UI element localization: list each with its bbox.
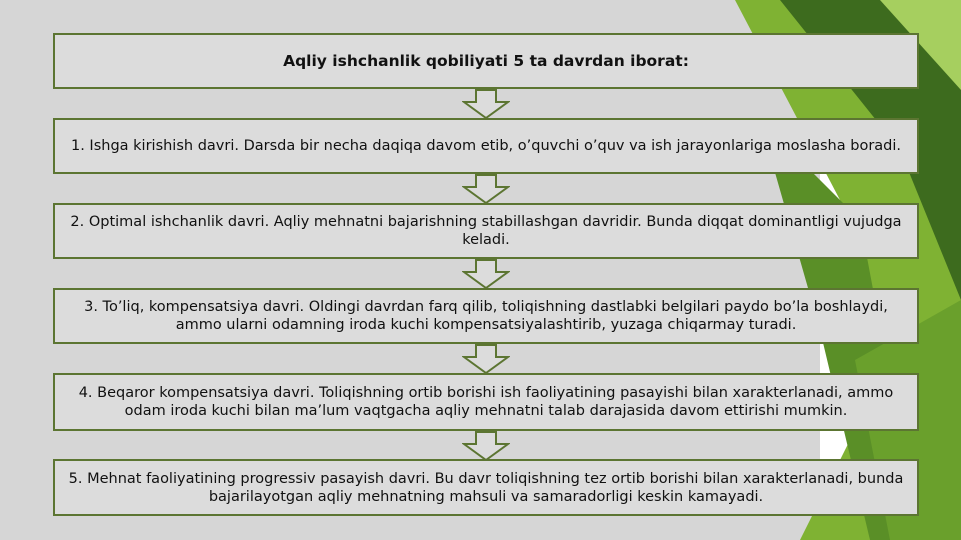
period-step-text: 1. Ishga kirishish davri. Darsda bir nec… — [70, 138, 902, 154]
down-arrow-icon — [462, 89, 510, 119]
down-arrow-icon — [462, 174, 510, 204]
period-step-text: 2. Optimal ishchanlik davri. Aqliy mehna… — [70, 214, 902, 248]
period-step-1: 1. Ishga kirishish davri. Darsda bir nec… — [53, 118, 919, 174]
background-gray-panel — [0, 0, 820, 540]
diagram-heading-text: Aqliy ishchanlik qobiliyati 5 ta davrdan… — [283, 52, 689, 70]
period-step-3: 3. To’liq, kompensatsiya davri. Oldingi … — [53, 288, 919, 344]
diagram-heading: Aqliy ishchanlik qobiliyati 5 ta davrdan… — [53, 33, 919, 89]
period-step-text: 5. Mehnat faoliyatining progressiv pasay… — [68, 470, 904, 505]
down-arrow-icon — [462, 344, 510, 374]
period-step-text: 3. To’liq, kompensatsiya davri. Oldingi … — [84, 299, 888, 333]
period-step-2: 2. Optimal ishchanlik davri. Aqliy mehna… — [53, 203, 919, 259]
down-arrow-icon — [462, 259, 510, 289]
period-step-4: 4. Beqaror kompensatsiya davri. Toliqish… — [53, 373, 919, 431]
background-green-shape — [880, 0, 961, 90]
down-arrow-icon — [462, 431, 510, 461]
period-step-text: 4. Beqaror kompensatsiya davri. Toliqish… — [78, 385, 894, 419]
period-step-5: 5. Mehnat faoliyatining progressiv pasay… — [53, 459, 919, 516]
